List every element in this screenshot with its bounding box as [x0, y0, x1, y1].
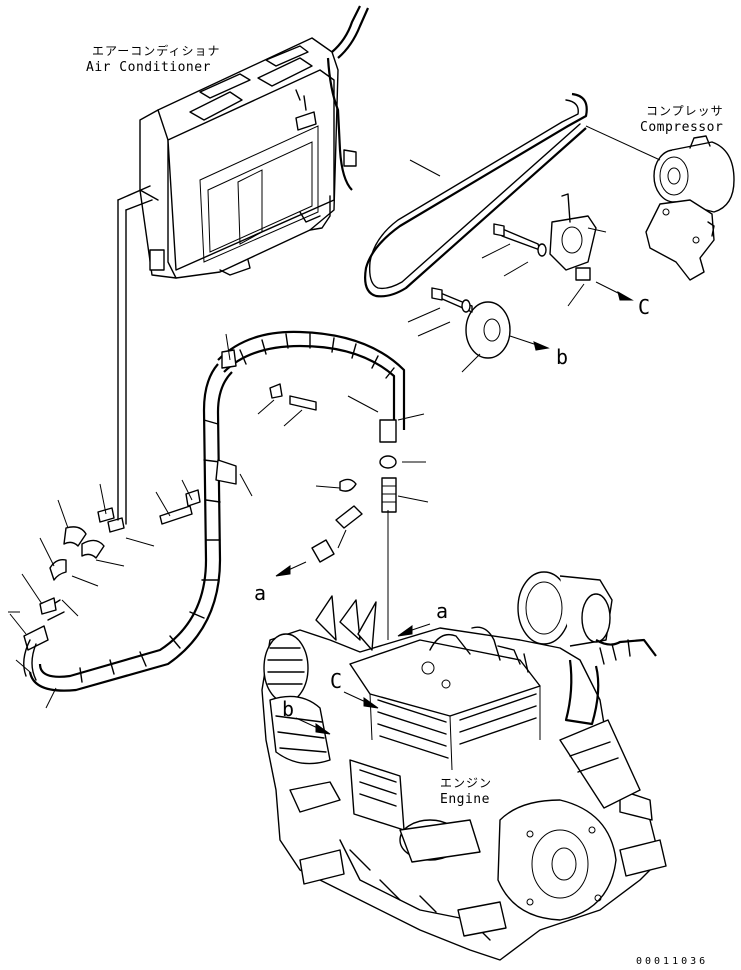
engine	[261, 571, 667, 961]
engine-label-en: Engine	[440, 792, 490, 807]
hose-fittings	[159, 383, 397, 640]
compressor-label-en: Compressor	[640, 120, 724, 135]
engine-label-jp: エンジン	[440, 776, 493, 790]
drawing-number: 00011036	[636, 956, 709, 967]
hose-assembly	[23, 185, 406, 692]
engine-arrow-a	[397, 623, 431, 637]
ref-b-pulley: b	[556, 345, 569, 369]
compressor-label-jp: コンプレッサ	[646, 104, 724, 118]
air-conditioner-label-en: Air Conditioner	[86, 60, 211, 75]
pulley	[431, 287, 511, 359]
ref-c-compressor: C	[638, 295, 651, 319]
air-conditioner-unit	[139, 5, 370, 279]
compressor	[585, 125, 735, 281]
ref-a-hose: a	[254, 581, 267, 605]
arrow-b	[509, 335, 550, 351]
v-belt	[364, 92, 588, 298]
engine-arrow-b	[295, 717, 331, 735]
ref-b-engine: b	[282, 697, 295, 721]
air-conditioner-label-jp: エアーコンディショナ	[92, 44, 221, 58]
ref-c-engine: C	[330, 669, 343, 693]
arrow-a-left	[275, 561, 307, 577]
tensioner-bracket	[493, 193, 597, 281]
arrow-c	[595, 281, 634, 301]
engine-arrow-c	[343, 691, 379, 709]
ref-a-engine: a	[436, 599, 449, 623]
leader-lines	[9, 159, 607, 709]
